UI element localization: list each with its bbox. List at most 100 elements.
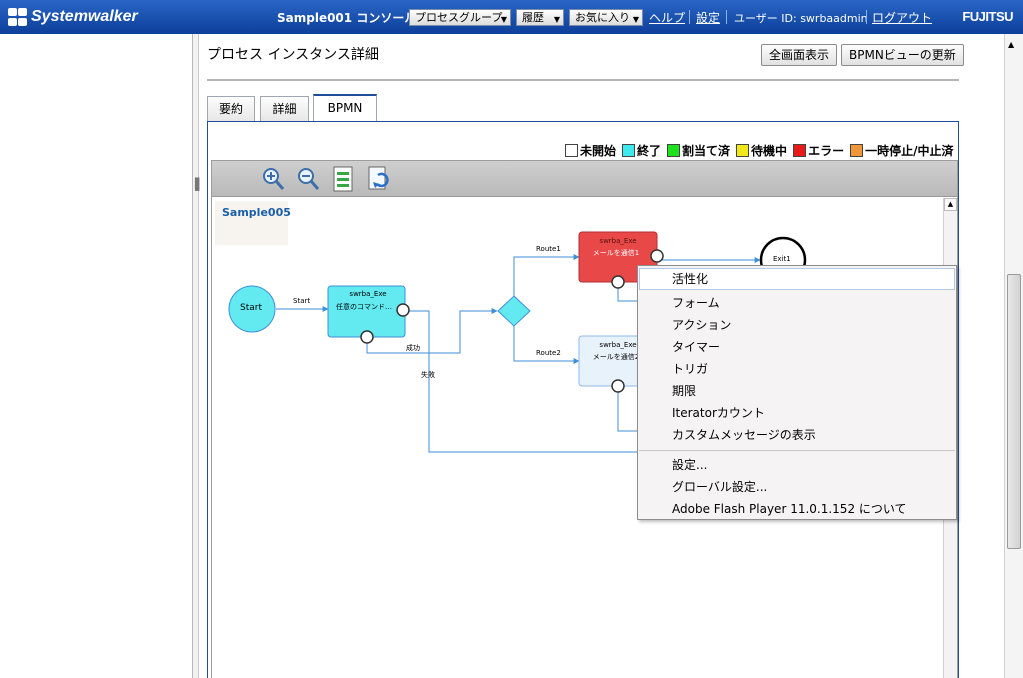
- flow-success: [366, 308, 498, 354]
- boundary-event-icon: [360, 330, 374, 344]
- boundary-event-icon: [396, 303, 410, 317]
- settings-link[interactable]: 設定: [696, 11, 721, 25]
- menu-item-timer[interactable]: タイマー: [672, 340, 721, 354]
- menu-item-custom-message[interactable]: カスタムメッセージの表示: [672, 428, 816, 442]
- menu-item-trigger[interactable]: トリガ: [672, 362, 709, 376]
- refresh-bpmn-view-button[interactable]: BPMNビューの更新: [841, 44, 964, 66]
- legend-item: 一時停止/中止済: [850, 142, 953, 159]
- systemwalker-logo-icon: [8, 7, 28, 27]
- task3-name: メールを通信2: [592, 353, 640, 361]
- top-header-bar: Systemwalker Sample001 コンソール プロセスグループ▼ 履…: [0, 0, 1023, 34]
- legend-swatch: [793, 144, 807, 157]
- menu-item-settings[interactable]: 設定...: [672, 458, 708, 472]
- fujitsu-logo: FUJITSU: [962, 9, 1013, 24]
- start-event[interactable]: [228, 285, 276, 333]
- arrow-label-route2: Route2: [536, 349, 561, 357]
- menu-item-global-settings[interactable]: グローバル設定...: [672, 480, 768, 494]
- legend-label: 割当て済: [682, 144, 731, 158]
- favorites-menu[interactable]: お気に入り▼: [569, 9, 643, 26]
- chevron-down-icon: ▼: [553, 15, 560, 24]
- context-menu: 活性化 フォーム アクション タイマー トリガ 期限 Iteratorカウント …: [637, 265, 957, 520]
- legend-label: 一時停止/中止済: [865, 144, 954, 158]
- boundary-event-icon: [650, 249, 664, 263]
- task2-name: メールを通信1: [592, 249, 640, 257]
- menu-item-form[interactable]: フォーム: [672, 296, 720, 310]
- task3-type: swrba_Exe: [599, 341, 637, 349]
- legend-item: 待機中: [736, 142, 787, 159]
- legend-label: 待機中: [751, 144, 788, 158]
- tab-summary[interactable]: 要約: [207, 96, 255, 122]
- logout-link[interactable]: ログアウト: [872, 11, 933, 25]
- status-legend: 未開始 終了 割当て済 待機中 エラー 一時停止/中止済: [565, 142, 959, 159]
- history-menu[interactable]: 履歴 ▼: [516, 9, 564, 26]
- legend-swatch: [622, 144, 636, 157]
- zoom-out-icon[interactable]: [296, 165, 322, 193]
- splitter-grip-icon[interactable]: ▪▪▪▪: [194, 175, 201, 194]
- refresh-icon[interactable]: [366, 165, 392, 193]
- process-name-label: Sample005: [215, 201, 291, 245]
- header-divider: [689, 10, 690, 24]
- legend-swatch: [565, 144, 578, 157]
- menu-separator: [639, 450, 955, 451]
- history-menu-label: 履歴: [522, 11, 544, 24]
- legend-item: 未開始: [565, 142, 616, 159]
- systemwalker-logo: Systemwalker: [8, 6, 138, 28]
- title-divider: [207, 79, 959, 81]
- tab-details[interactable]: 詳細: [260, 96, 309, 122]
- menu-item-about-flash[interactable]: Adobe Flash Player 11.0.1.152 について: [672, 502, 907, 516]
- flow-fail: [402, 310, 638, 453]
- bpmn-viewer: Sample005: [211, 160, 958, 678]
- arrow-label-route1: Route1: [536, 245, 561, 253]
- arrow-label-success: 成功: [406, 344, 420, 352]
- process-group-menu-label: プロセスグループ: [415, 11, 503, 24]
- boundary-event-icon: [611, 275, 625, 289]
- exclusive-gateway[interactable]: [497, 295, 531, 327]
- console-title: Sample001 コンソール: [277, 11, 417, 25]
- chevron-down-icon: ▼: [500, 15, 507, 24]
- task1-name: 任意のコマンド…: [336, 303, 392, 311]
- favorites-menu-label: お気に入り: [575, 11, 630, 24]
- legend-swatch: [667, 144, 681, 157]
- legend-swatch: [736, 144, 750, 157]
- zoom-in-icon[interactable]: [261, 165, 287, 193]
- legend-label: 終了: [637, 144, 662, 158]
- bpmn-tab-panel: [207, 121, 959, 678]
- process-group-menu[interactable]: プロセスグループ▼: [409, 9, 511, 26]
- legend-label: エラー: [808, 144, 845, 158]
- left-navigation-pane: [0, 34, 193, 678]
- menu-item-iterator-count[interactable]: Iteratorカウント: [672, 406, 765, 420]
- legend-item: エラー: [793, 142, 844, 159]
- flow-route2: [513, 326, 580, 364]
- start-event-label: Start: [240, 303, 262, 313]
- page-vertical-scrollbar[interactable]: ▲: [1004, 34, 1023, 678]
- menu-item-deadline[interactable]: 期限: [672, 384, 697, 398]
- legend-swatch: [850, 144, 864, 157]
- tab-bpmn[interactable]: BPMN: [313, 94, 377, 121]
- header-divider: [866, 10, 867, 24]
- legend-item: 割当て済: [667, 142, 730, 159]
- menu-item-action[interactable]: アクション: [672, 318, 732, 332]
- brand-name: Systemwalker: [31, 8, 138, 25]
- arrow-label-start: Start: [293, 297, 311, 305]
- help-link[interactable]: ヘルプ: [649, 11, 686, 25]
- scrollbar-thumb[interactable]: [1007, 274, 1021, 549]
- task2-type: swrba_Exe: [599, 237, 637, 245]
- legend-label: 未開始: [580, 144, 617, 158]
- viewer-toolbar: [212, 161, 957, 197]
- legend-item: 終了: [622, 142, 661, 159]
- pane-splitter[interactable]: ▪▪▪▪: [193, 34, 201, 678]
- scroll-up-arrow-icon[interactable]: ▲: [1008, 40, 1015, 49]
- arrow-label-fail: 失敗: [421, 371, 435, 379]
- user-id-label: ユーザー ID: swrbaadmin: [734, 12, 868, 25]
- task1-type: swrba_Exe: [349, 290, 387, 298]
- page-title: プロセス インスタンス詳細: [207, 47, 379, 63]
- flow-task3-down: [617, 386, 638, 432]
- document-icon[interactable]: [331, 165, 357, 193]
- chevron-down-icon: ▼: [632, 15, 639, 24]
- exit-event-label: Exit1: [773, 255, 791, 263]
- boundary-event-icon: [611, 379, 625, 393]
- fullscreen-button[interactable]: 全画面表示: [761, 44, 838, 66]
- scroll-up-arrow-icon[interactable]: ▲: [944, 198, 957, 211]
- flow-route1: [513, 254, 580, 296]
- menu-item-activate[interactable]: 活性化: [639, 268, 955, 290]
